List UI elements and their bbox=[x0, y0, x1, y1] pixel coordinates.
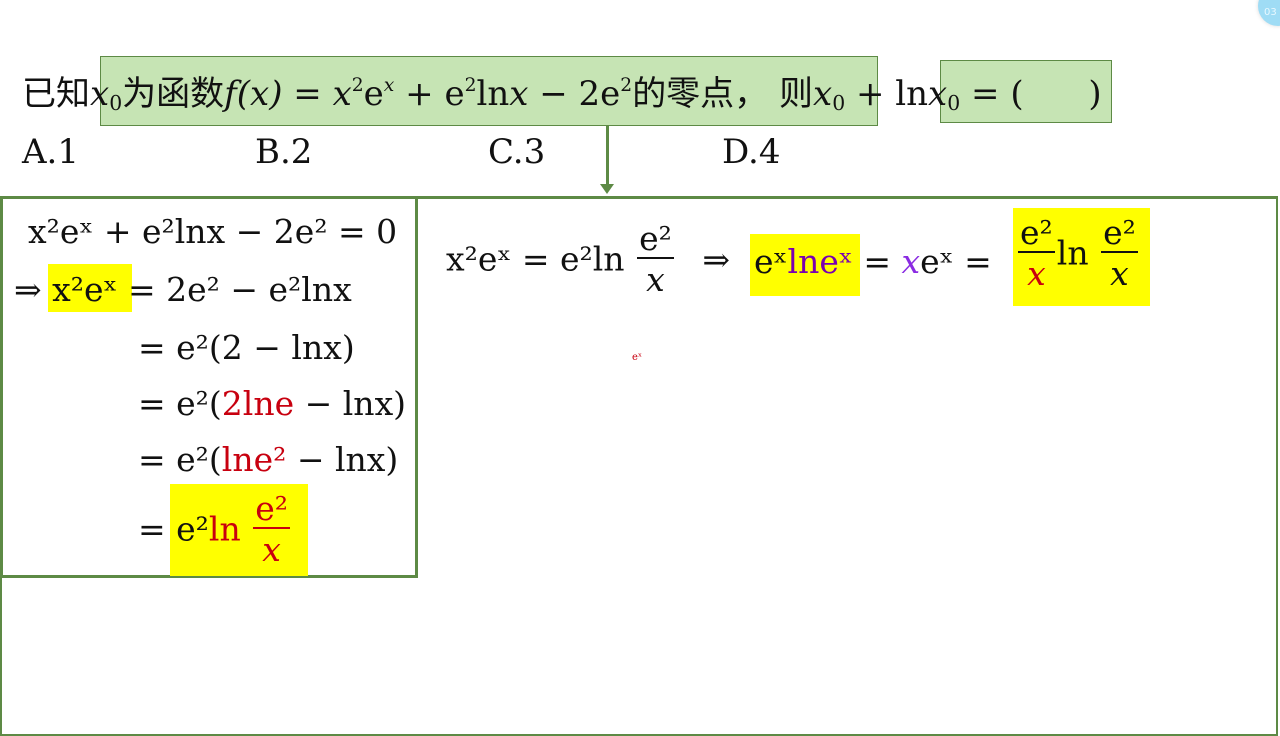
implies-arrow: ⇒ bbox=[14, 270, 42, 309]
right-equation-part2: eˣlneˣ = xeˣ = bbox=[754, 240, 992, 284]
const-e: e bbox=[444, 74, 465, 114]
line-6-e2: e² bbox=[176, 509, 209, 549]
frac-num: e² bbox=[1020, 213, 1053, 252]
derivation-line-4: = e²(2lne − lnx) bbox=[138, 382, 406, 426]
ln: ln bbox=[1056, 233, 1089, 273]
ln: ln bbox=[476, 74, 510, 114]
implies-arrow: ⇒ bbox=[702, 239, 730, 279]
line-2-rest: = 2e² − e²lnx bbox=[117, 270, 352, 309]
exp-2: 2 bbox=[620, 74, 633, 96]
highlight-result bbox=[170, 484, 308, 576]
timer-badge[interactable]: 03 bbox=[1258, 0, 1280, 26]
line-5-red: lne² bbox=[221, 440, 287, 479]
highlight-final bbox=[1013, 208, 1150, 306]
highlighted-term: x²eˣ bbox=[52, 270, 118, 309]
question-prefix: 已知 bbox=[22, 74, 90, 114]
option-d[interactable]: D.4 bbox=[722, 132, 781, 172]
equals: = bbox=[282, 74, 333, 114]
frac-num: e² bbox=[639, 219, 672, 258]
line-4-post: − lnx) bbox=[294, 384, 407, 423]
term-xex-rest: eˣ = bbox=[920, 242, 992, 281]
arrow-down-icon bbox=[600, 184, 614, 194]
frac-den: x bbox=[253, 527, 290, 566]
subscript-0: 0 bbox=[947, 91, 961, 116]
plus: + bbox=[394, 74, 445, 114]
line-5-post: − lnx) bbox=[286, 440, 399, 479]
line-6-equals: = bbox=[138, 509, 166, 549]
const-e: e bbox=[363, 74, 384, 114]
question-then: 则 bbox=[779, 74, 813, 114]
frac-num: e² bbox=[1103, 213, 1136, 252]
derivation-line-5: = e²(lne² − lnx) bbox=[138, 438, 398, 482]
highlight-x2ex bbox=[48, 264, 132, 312]
const-e: e bbox=[600, 74, 621, 114]
term-ex: eˣ bbox=[754, 242, 788, 281]
question-is-function: 为函数 bbox=[122, 74, 225, 114]
var-x0: x bbox=[928, 74, 948, 114]
right-lhs: x²eˣ = e²ln bbox=[446, 239, 625, 279]
line-4-pre: = e²( bbox=[138, 384, 222, 423]
question-zero-point: 的零点， bbox=[632, 74, 769, 114]
frac-den: x bbox=[637, 257, 674, 296]
var-x: x bbox=[509, 74, 529, 114]
var-x: x bbox=[332, 74, 352, 114]
derivation-line-3: = e²(2 − lnx) bbox=[138, 328, 355, 367]
option-c[interactable]: C.3 bbox=[488, 132, 546, 172]
var-x0: x bbox=[90, 74, 110, 114]
option-a[interactable]: A.1 bbox=[22, 132, 79, 172]
var-x-violet: x bbox=[901, 242, 921, 281]
exp-2: 2 bbox=[351, 74, 364, 96]
derivation-line-2: ⇒ x²eˣ = 2e² − e²lnx bbox=[14, 268, 352, 312]
plus-ln: + ln bbox=[845, 74, 929, 114]
small-annotation: eˣ bbox=[632, 352, 643, 363]
connector-arrow-line bbox=[606, 125, 609, 187]
line-5-pre: = e²( bbox=[138, 440, 222, 479]
line-4-red: 2lne bbox=[221, 384, 295, 423]
frac-num: e² bbox=[255, 489, 288, 528]
derivation-frame bbox=[0, 196, 418, 578]
minus-2: − 2 bbox=[528, 74, 601, 114]
highlight-box-condition bbox=[100, 56, 878, 126]
exp-x: x bbox=[383, 74, 395, 96]
subscript-0: 0 bbox=[109, 91, 123, 116]
answer-options: A.1 B.2 C.3 D.4 bbox=[0, 132, 1280, 176]
derivation-line-1: x²eˣ + e²lnx − 2e² = 0 bbox=[28, 212, 398, 251]
func-fx: f(x) bbox=[224, 74, 283, 114]
equals: = bbox=[852, 242, 902, 281]
term-lnex: lneˣ bbox=[787, 242, 853, 281]
var-x0: x bbox=[813, 74, 833, 114]
exp-2: 2 bbox=[464, 74, 477, 96]
frac-den: x bbox=[1018, 251, 1055, 290]
highlight-exlnex bbox=[750, 234, 860, 296]
question-text: 已知x0为函数f(x) = x2ex + e2lnx − 2e2的零点， 则x0… bbox=[22, 70, 1102, 118]
badge-text: 03 bbox=[1264, 7, 1277, 18]
frac-den: x bbox=[1101, 251, 1138, 290]
option-b[interactable]: B.2 bbox=[255, 132, 313, 172]
answer-blank: = ( ) bbox=[960, 74, 1102, 114]
subscript-0: 0 bbox=[832, 91, 846, 116]
line-6-ln: ln bbox=[208, 509, 241, 549]
highlight-box-target bbox=[940, 60, 1112, 123]
